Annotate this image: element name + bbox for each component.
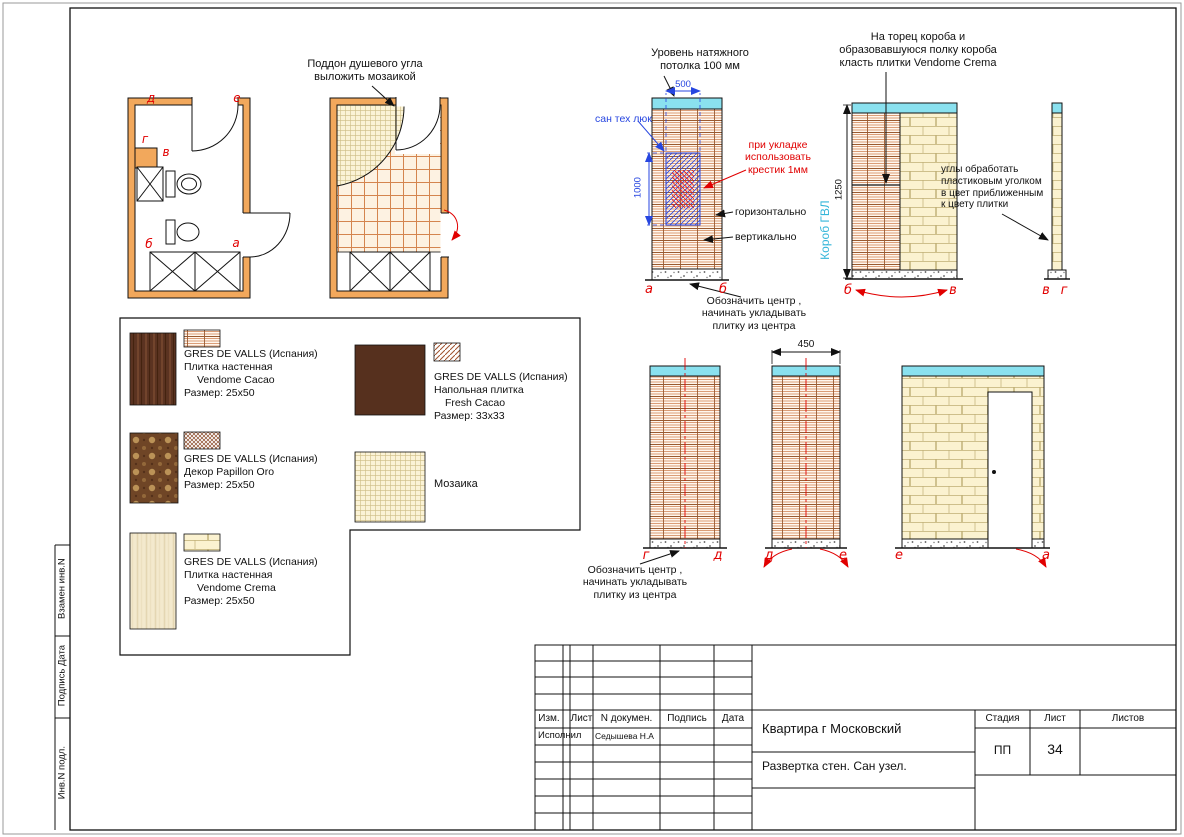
legend-size: Размер: 33x33 [434,410,505,422]
red-marks [443,209,1047,568]
legend-brand: GRES DE VALLS (Испания) [434,371,568,383]
elev-letter-b: б [843,283,853,298]
legend-name: Декор Papillon Oro [184,466,275,478]
hatch-vendome-crema [183,533,221,552]
dim-1000: 1000 [632,177,644,199]
elev-letter-g: г [642,548,650,563]
elev-letter-a: а [645,282,653,297]
floor-plan-2 [329,96,450,299]
annotation-leaders [371,72,1049,565]
note-center-top: Обозначить центр , начинать укладывать п… [701,295,807,332]
label-horizontal: горизонтально [735,206,807,218]
tb-stage-value: ПП [993,743,1012,757]
dim-500: 500 [675,79,691,90]
legend-brand: GRES DE VALLS (Испания) [184,556,318,568]
legend-size: Размер: 25x50 [184,595,255,607]
elev-letter-v: в [1042,283,1050,298]
side-label-vzamen: Взамен инв.N [56,558,68,619]
tb-col-list: Лист [570,713,593,724]
label-korob-gvl: Короб ГВЛ [817,200,832,260]
plan-letter-d: д [146,91,156,105]
tb-executed-label: Исполнил [538,730,582,741]
plan-letter-a: а [232,236,240,250]
sample-papillon-oro [129,432,179,504]
elev-letter-g: г [1060,283,1068,298]
legend-name: Vendome Crema [197,582,276,594]
sample-vendome-cacao [129,332,177,406]
door-knob [992,470,996,474]
elev-letter-v: в [949,283,957,298]
tb-drawing-title: Развертка стен. Сан узел. [762,759,907,773]
dim-1250: 1250 [833,179,845,201]
note-spacer-cross: при укладке использовать крестик 1мм [745,139,811,176]
dim-450: 450 [797,339,815,350]
tb-executed-name: Седышева Н.А [595,731,654,741]
elevation-v-g [1044,102,1070,280]
hatch-vendome-cacao [183,329,221,348]
elevation-e-a [895,365,1050,549]
note-center-bottom: Обозначить центр , начинать укладывать п… [582,564,688,601]
sample-mosaic [354,451,426,523]
plan-letter-g: г [141,132,149,146]
elevation-a-b [645,97,729,281]
legend [119,317,581,656]
elev-letter-d: д [764,548,774,563]
legend-size: Размер: 25x50 [184,387,255,399]
note-corners: углы обработать пластиковым уголком в цв… [941,164,1044,211]
dimensions [645,87,851,364]
sample-fresh-cacao [354,344,426,416]
tb-sheet-label: Лист [1044,713,1066,724]
elev-letter-b: б [718,282,728,297]
tb-col-date: Дата [721,713,745,724]
hatch-fresh-cacao [433,342,461,362]
title-block-grid [534,644,1177,831]
label-san-teh-lyuk: сан тех люк [595,113,652,125]
elev-letter-d: д [713,548,723,563]
tb-sheet-value: 34 [1047,741,1063,757]
elevation-b-v [845,102,963,280]
elev-letter-e: е [895,548,903,563]
side-label-podpis-data: Подпись Дата [56,644,68,707]
legend-brand: GRES DE VALLS (Испания) [184,453,318,465]
tb-col-doc: N докумен. [600,713,653,724]
sample-vendome-crema [129,532,177,630]
elev-letter-e: е [839,548,847,563]
label-vertical: вертикально [735,231,797,243]
legend-size: Размер: 25x50 [184,479,255,491]
legend-brand: GRES DE VALLS (Испания) [184,348,318,360]
side-label-inv-podl: Инв.N подл. [56,745,68,800]
legend-name: Напольная плитка [434,384,524,396]
note-box-face: На торец короба и образовавшуюся полку к… [839,31,997,69]
plan-letter-b: б [145,237,153,251]
hatch-papillon-oro [183,431,221,450]
note-ceiling-level: Уровень натяжного потолка 100 мм [651,47,749,72]
tb-sheets-label: Листов [1111,713,1145,724]
tb-col-sign: Подпись [667,713,707,724]
plan-letter-e: е [233,91,241,105]
legend-name: Плитка настенная [184,569,273,581]
tb-stage-label: Стадия [985,713,1020,724]
legend-name: Fresh Cacao [445,397,506,409]
floor-plan-1 [127,96,291,299]
legend-name-mosaic: Мозаика [434,478,478,490]
elev-letter-a: а [1042,548,1050,563]
legend-name: Vendome Cacao [197,374,275,386]
door [987,391,1033,549]
tb-project: Квартира г Московский [762,721,902,736]
legend-name: Плитка настенная [184,361,273,373]
tb-col-izm: Изм. [538,713,560,724]
plan-letter-v: в [162,145,170,159]
note-shower-mosaic: Поддон душевого угла выложить мозаикой [307,58,423,83]
